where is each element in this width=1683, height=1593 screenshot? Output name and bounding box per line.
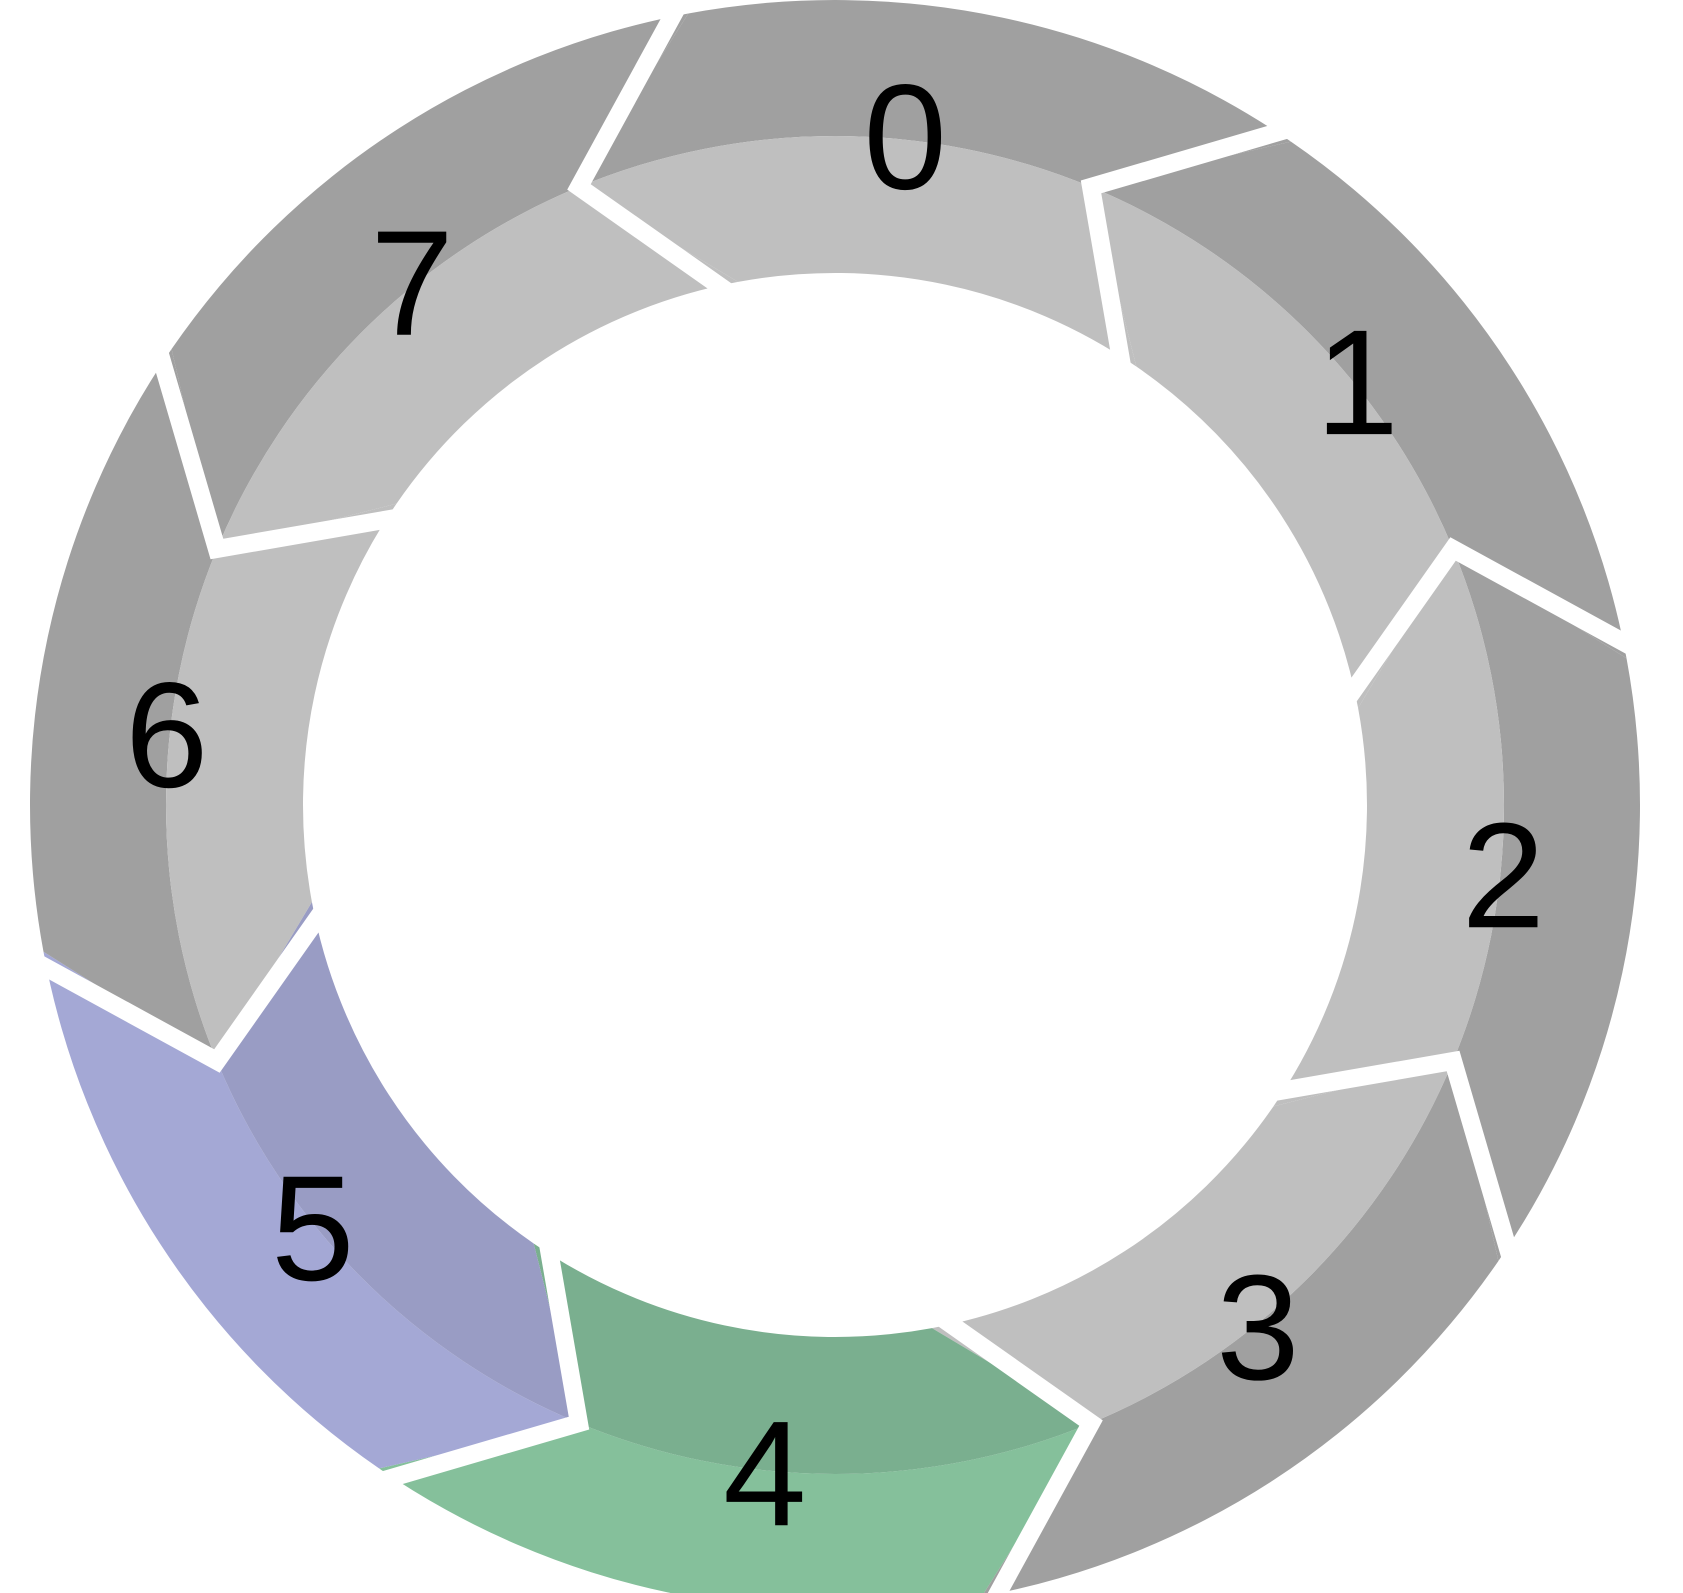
segment-6-inner (165, 503, 397, 1062)
segment-0-inner (578, 135, 1137, 367)
segment-label-4: 4 (723, 1389, 806, 1557)
segment-6-outer (29, 349, 217, 1062)
segment-3-outer (983, 1061, 1499, 1593)
segment-separator (1331, 537, 1651, 717)
segment-1-outer (1091, 141, 1627, 659)
ring-segments (19, 0, 1651, 1593)
segment-separator (923, 1301, 1103, 1593)
segment-7-inner (216, 186, 739, 549)
segment-3-inner (931, 1061, 1454, 1424)
segment-label-6: 6 (125, 651, 208, 819)
segment-5-outer (43, 951, 579, 1469)
segment-separator (567, 0, 747, 309)
segment-separator (365, 1225, 590, 1494)
segment-label-7: 7 (370, 199, 453, 367)
segment-5-inner (216, 901, 579, 1424)
segment-label-3: 3 (1216, 1243, 1299, 1411)
segment-2-outer (1453, 548, 1640, 1261)
segment-2-inner (1273, 548, 1505, 1107)
segment-label-1: 1 (1315, 298, 1398, 466)
segment-separator (1080, 116, 1305, 385)
segment-label-0: 0 (863, 53, 946, 221)
segment-0-outer (578, 0, 1291, 187)
segment-4-inner (533, 1243, 1092, 1475)
segment-separator (146, 335, 415, 560)
segment-7-outer (171, 13, 689, 549)
ring-labels: 0 1 2 3 4 5 6 7 (125, 53, 1545, 1558)
segment-1-inner (1091, 186, 1454, 709)
segment-separator (19, 893, 339, 1073)
segment-4-outer (379, 1423, 1092, 1593)
segment-label-5: 5 (271, 1144, 354, 1312)
segment-label-2: 2 (1462, 791, 1545, 959)
segment-separator (1255, 1050, 1524, 1275)
